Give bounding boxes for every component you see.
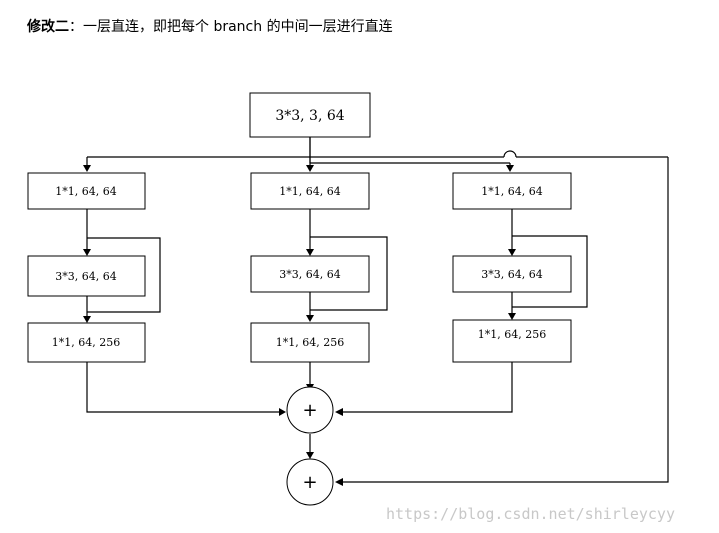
input-conv-box <box>249 92 371 138</box>
caption-bold: 修改二 <box>27 19 69 35</box>
arrowheads <box>83 165 516 486</box>
branch-2-conv3-box <box>250 255 370 293</box>
branch-3-conv1-box <box>452 172 572 210</box>
branch-2-conv1b-label: 1*1, 64, 256 <box>276 336 344 349</box>
add-node-1-symbol: + <box>302 400 317 421</box>
branch-3-conv1-label: 1*1, 64, 64 <box>481 185 542 198</box>
caption-text: 一层直连，即把每个 branch 的中间一层进行直连 <box>83 19 393 35</box>
branch-3-conv3-box <box>452 255 572 293</box>
branch-1-conv1b-label: 1*1, 64, 256 <box>52 336 120 349</box>
branch-3-conv1b-box <box>452 319 572 363</box>
branch-3-conv3-label: 3*3, 64, 64 <box>481 268 542 281</box>
caption: 修改二：一层直连，即把每个 branch 的中间一层进行直连 <box>27 16 393 36</box>
add-node-2 <box>286 458 334 506</box>
caption-colon: ： <box>69 19 83 35</box>
branch-2-conv1-label: 1*1, 64, 64 <box>279 185 340 198</box>
branch-1-conv3-box <box>27 255 146 297</box>
add-node-1 <box>286 386 334 434</box>
input-conv-label: 3*3, 3, 64 <box>275 108 344 124</box>
branch-1-conv1b-box <box>27 322 146 363</box>
branch-1-conv1-box <box>27 172 146 210</box>
branch-1-conv3-label: 3*3, 64, 64 <box>55 270 116 283</box>
add-node-2-symbol: + <box>302 472 317 493</box>
branch-3-conv1b-label: 1*1, 64, 256 <box>478 328 546 341</box>
branch-2-conv1-box <box>250 172 370 210</box>
connectors <box>86 137 669 483</box>
branch-2-conv3-label: 3*3, 64, 64 <box>279 268 340 281</box>
watermark: https://blog.csdn.net/shirleycyy <box>386 505 675 523</box>
branch-1-conv1-label: 1*1, 64, 64 <box>55 185 116 198</box>
branch-2-conv1b-box <box>250 322 370 363</box>
